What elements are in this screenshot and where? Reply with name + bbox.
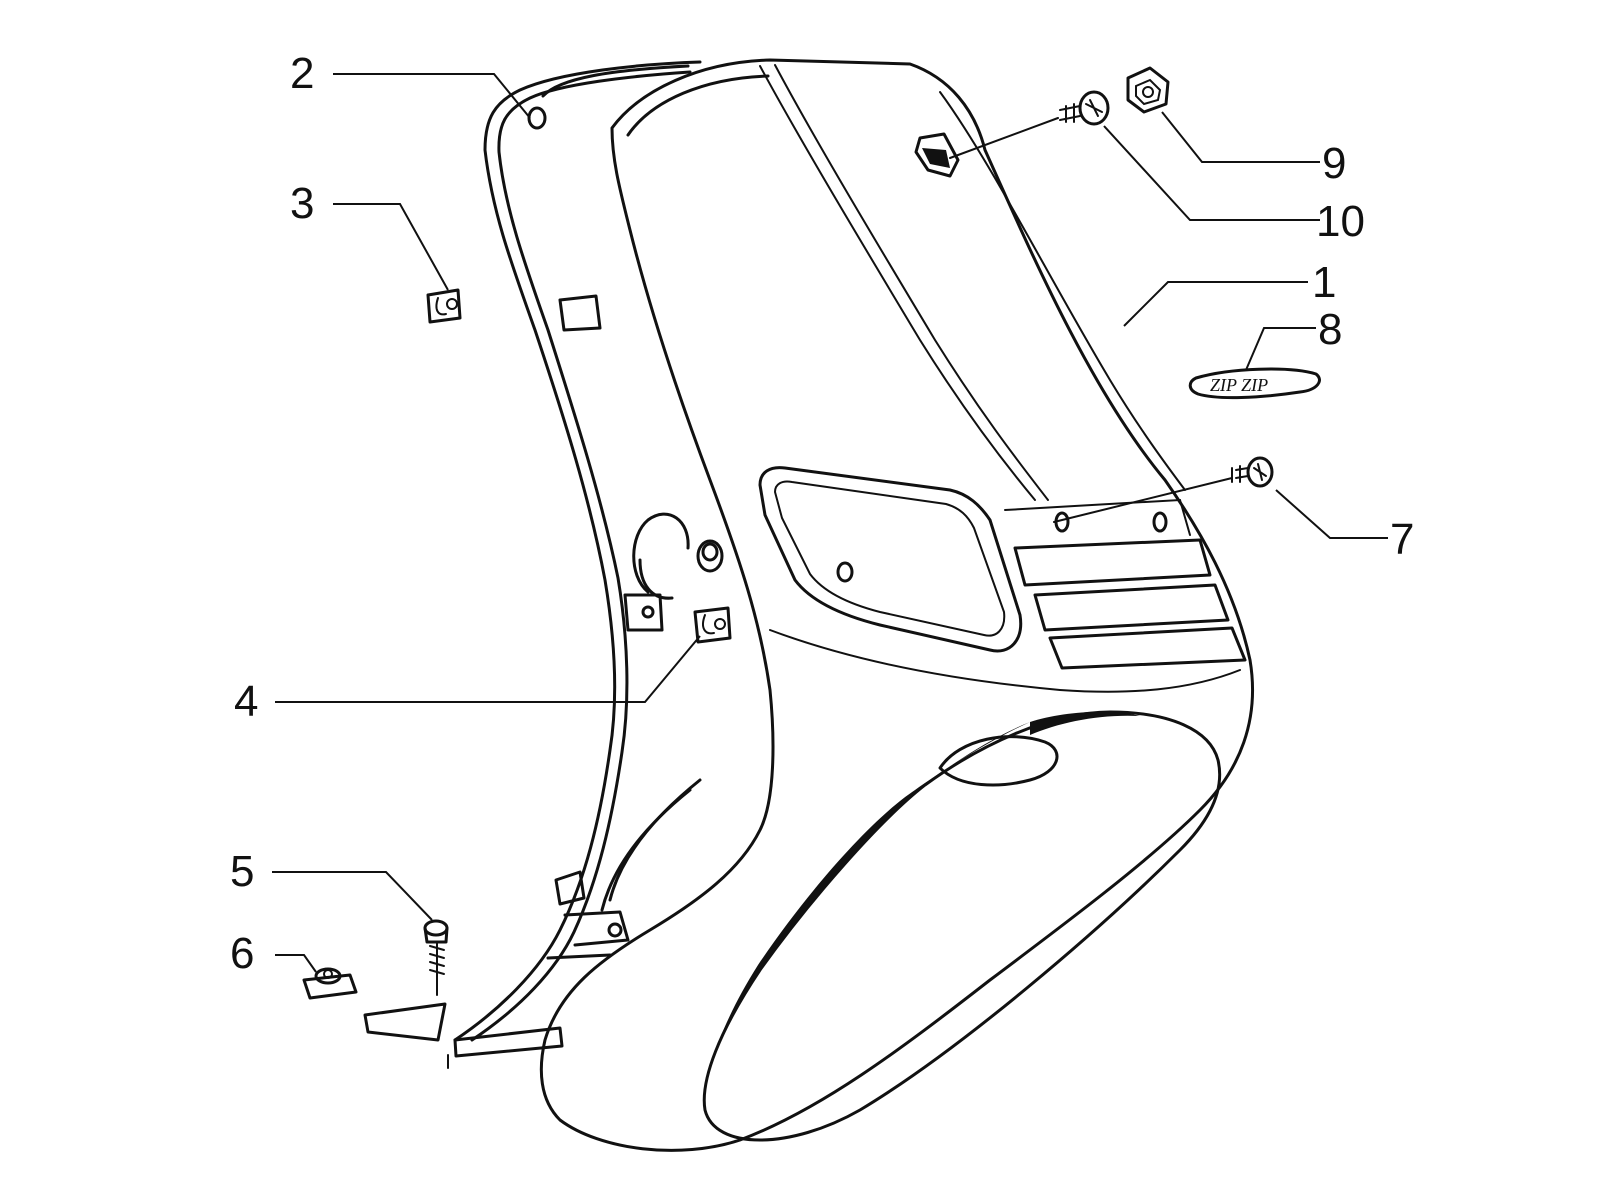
callout-4: 4 bbox=[234, 677, 258, 726]
clip-part-4 bbox=[693, 606, 732, 644]
leader-5 bbox=[272, 871, 433, 921]
screw-part-5 bbox=[423, 919, 449, 996]
nut-part-9 bbox=[1126, 66, 1170, 114]
callout-8: 8 bbox=[1318, 305, 1342, 354]
leader-2 bbox=[333, 73, 531, 119]
leader-3 bbox=[333, 203, 449, 291]
leader-6 bbox=[275, 954, 317, 973]
leader-10 bbox=[1103, 125, 1320, 221]
badge-text: ZIP ZIP bbox=[1210, 375, 1268, 395]
callout-6: 6 bbox=[230, 929, 254, 978]
leader-lines bbox=[272, 73, 1388, 973]
nut-part-6 bbox=[302, 967, 358, 1000]
callout-1: 1 bbox=[1312, 258, 1336, 307]
leader-7 bbox=[1275, 489, 1388, 539]
callout-labels: 2 3 4 5 6 1 8 9 10 7 bbox=[230, 49, 1414, 978]
badge-part-8: ZIP ZIP bbox=[1188, 367, 1321, 400]
screw-part-7 bbox=[1053, 456, 1274, 523]
leader-9 bbox=[1161, 111, 1320, 163]
clip-part-3 bbox=[426, 288, 462, 324]
front-leg-shield bbox=[539, 58, 1254, 1152]
leader-8 bbox=[1245, 327, 1316, 371]
callout-3: 3 bbox=[290, 179, 314, 228]
leader-1 bbox=[1123, 281, 1308, 327]
leader-4 bbox=[275, 635, 701, 703]
callout-10: 10 bbox=[1316, 197, 1365, 246]
screw-part-10 bbox=[914, 90, 1110, 178]
inner-leg-shield bbox=[363, 60, 724, 1069]
callout-5: 5 bbox=[230, 847, 254, 896]
callout-7: 7 bbox=[1390, 515, 1414, 564]
callout-2: 2 bbox=[290, 49, 314, 98]
callout-9: 9 bbox=[1322, 139, 1346, 188]
